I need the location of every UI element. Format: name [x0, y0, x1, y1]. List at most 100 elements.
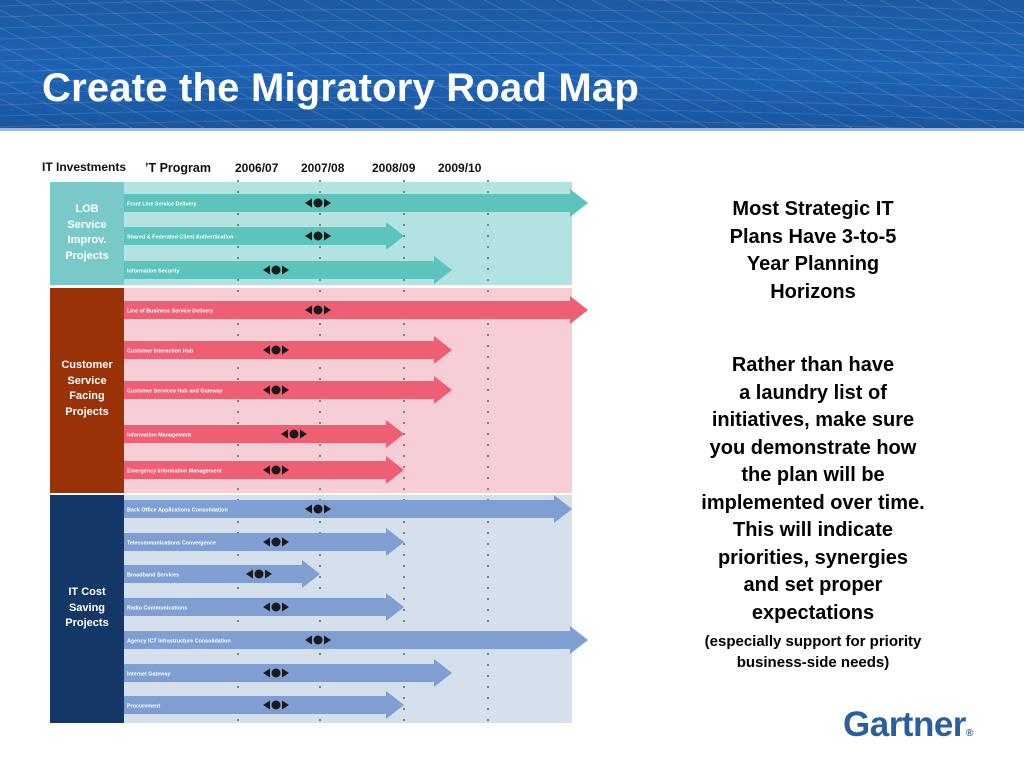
milestone-right-marker [265, 569, 272, 579]
registered-mark: ® [965, 728, 973, 739]
body-line: the plan will be [741, 464, 885, 486]
milestone-right-marker [282, 465, 289, 475]
arrow-label: Procurement [127, 704, 160, 710]
timeline-arrow [124, 189, 588, 217]
milestone-left-marker [263, 465, 270, 475]
year-header-4: 2009/10 [438, 161, 482, 175]
it-program-header: ʼT Program [145, 161, 211, 175]
timeline-arrow [124, 626, 588, 654]
category-label-line: LOB [75, 203, 99, 215]
priority-note: (especially support for priority business… [662, 631, 964, 673]
arrow-label: Emergency Information Management [127, 469, 222, 475]
milestone-left-marker [305, 635, 312, 645]
milestone-dot [271, 602, 281, 612]
heading-line: Year Planning [746, 253, 880, 275]
timeline-arrow [124, 495, 572, 523]
milestone-right-marker [324, 305, 331, 315]
milestone-right-marker [282, 537, 289, 547]
milestone-left-marker [263, 537, 270, 547]
banner-grid-pattern [0, 0, 1024, 128]
category-label-line: Service [67, 374, 107, 387]
milestone-right-marker [282, 602, 289, 612]
body-line: a laundry list of [739, 381, 887, 404]
milestone-dot [313, 635, 323, 645]
body-line: expectations [751, 601, 875, 624]
year-header-3: 2008/09 [372, 161, 416, 175]
category-label-line: Projects [65, 617, 109, 629]
milestone-dot [271, 345, 281, 355]
milestone-left-marker [305, 198, 312, 208]
milestone-dot [271, 668, 281, 678]
category-label-line: Service [67, 218, 107, 231]
arrow-label: Telecommunications Convergence [127, 541, 216, 547]
milestone-left-marker [305, 504, 312, 514]
arrow-label: Back Office Applications Consolidation [127, 508, 228, 514]
milestone-left-marker [305, 305, 312, 315]
roadmap-advice-text: Rather than have a laundry list of initiat… [662, 352, 964, 627]
section-band-customer [50, 288, 124, 493]
body-line: Rather than have [731, 354, 895, 376]
section-band-lob [50, 182, 124, 285]
year-header-2: 2007/08 [301, 161, 345, 175]
milestone-dot [271, 465, 281, 475]
milestone-dot [313, 198, 323, 208]
milestone-left-marker [281, 429, 288, 439]
year-header-1: 2006/07 [235, 161, 279, 175]
milestone-left-marker [263, 385, 270, 395]
heading-line: Most Strategic IT [732, 198, 894, 220]
note-line: business-side needs) [736, 654, 890, 671]
milestone-left-marker [263, 700, 270, 710]
milestone-left-marker [263, 345, 270, 355]
milestone-right-marker [324, 635, 331, 645]
arrow-label: Line of Business Service Delivery [127, 309, 213, 315]
milestone-right-marker [282, 668, 289, 678]
timeline-arrow [124, 222, 404, 250]
note-line: (especially support for priority [704, 633, 922, 650]
milestone-right-marker [300, 429, 307, 439]
heading-line: Horizons [770, 280, 856, 303]
arrow-label: Shared & Federated Client Authentication [127, 235, 233, 241]
body-line: priorities, synergies [717, 546, 909, 569]
category-label-line: IT Cost [68, 586, 106, 598]
milestone-right-marker [282, 265, 289, 275]
milestone-right-marker [282, 385, 289, 395]
timeline-arrow [124, 560, 320, 588]
milestone-dot [313, 231, 323, 241]
slide-title: Create the Migratory Road Map [42, 66, 640, 110]
milestone-dot [271, 385, 281, 395]
milestone-left-marker [305, 231, 312, 241]
gartner-logo: Gartner® [843, 705, 973, 745]
body-line: This will indicate [732, 519, 894, 541]
logo-wordmark: Gartner [843, 705, 966, 744]
milestone-left-marker [263, 668, 270, 678]
banner-divider [0, 128, 1024, 131]
milestone-left-marker [263, 265, 270, 275]
heading-line: Plans Have 3-to-5 [729, 225, 897, 248]
body-line: and set proper [743, 574, 883, 596]
body-line: you demonstrate how [709, 436, 917, 459]
milestone-dot [313, 504, 323, 514]
body-line: implemented over time. [701, 491, 925, 514]
it-investments-header: IT Investments [42, 160, 127, 174]
milestone-right-marker [324, 198, 331, 208]
milestone-dot [313, 305, 323, 315]
arrow-label: Agency ICT Infrastructure Consolidation [127, 639, 231, 645]
category-label-line: Improv. [67, 234, 107, 246]
arrow-label: Customer Interaction Hub [127, 349, 194, 355]
body-line: initiatives, make sure [711, 409, 915, 431]
arrow-label: Front Line Service Delivery [127, 202, 197, 208]
category-label-line: Projects [65, 249, 109, 262]
milestone-dot [271, 700, 281, 710]
title-banner: Create the Migratory Road Map [0, 0, 1024, 128]
timeline-arrow [124, 296, 588, 324]
arrow-label: Internet Gateway [127, 672, 170, 678]
milestone-dot [271, 537, 281, 547]
milestone-dot [271, 265, 281, 275]
category-label-line: Projects [65, 405, 109, 418]
section-band-it-cost [50, 495, 124, 723]
